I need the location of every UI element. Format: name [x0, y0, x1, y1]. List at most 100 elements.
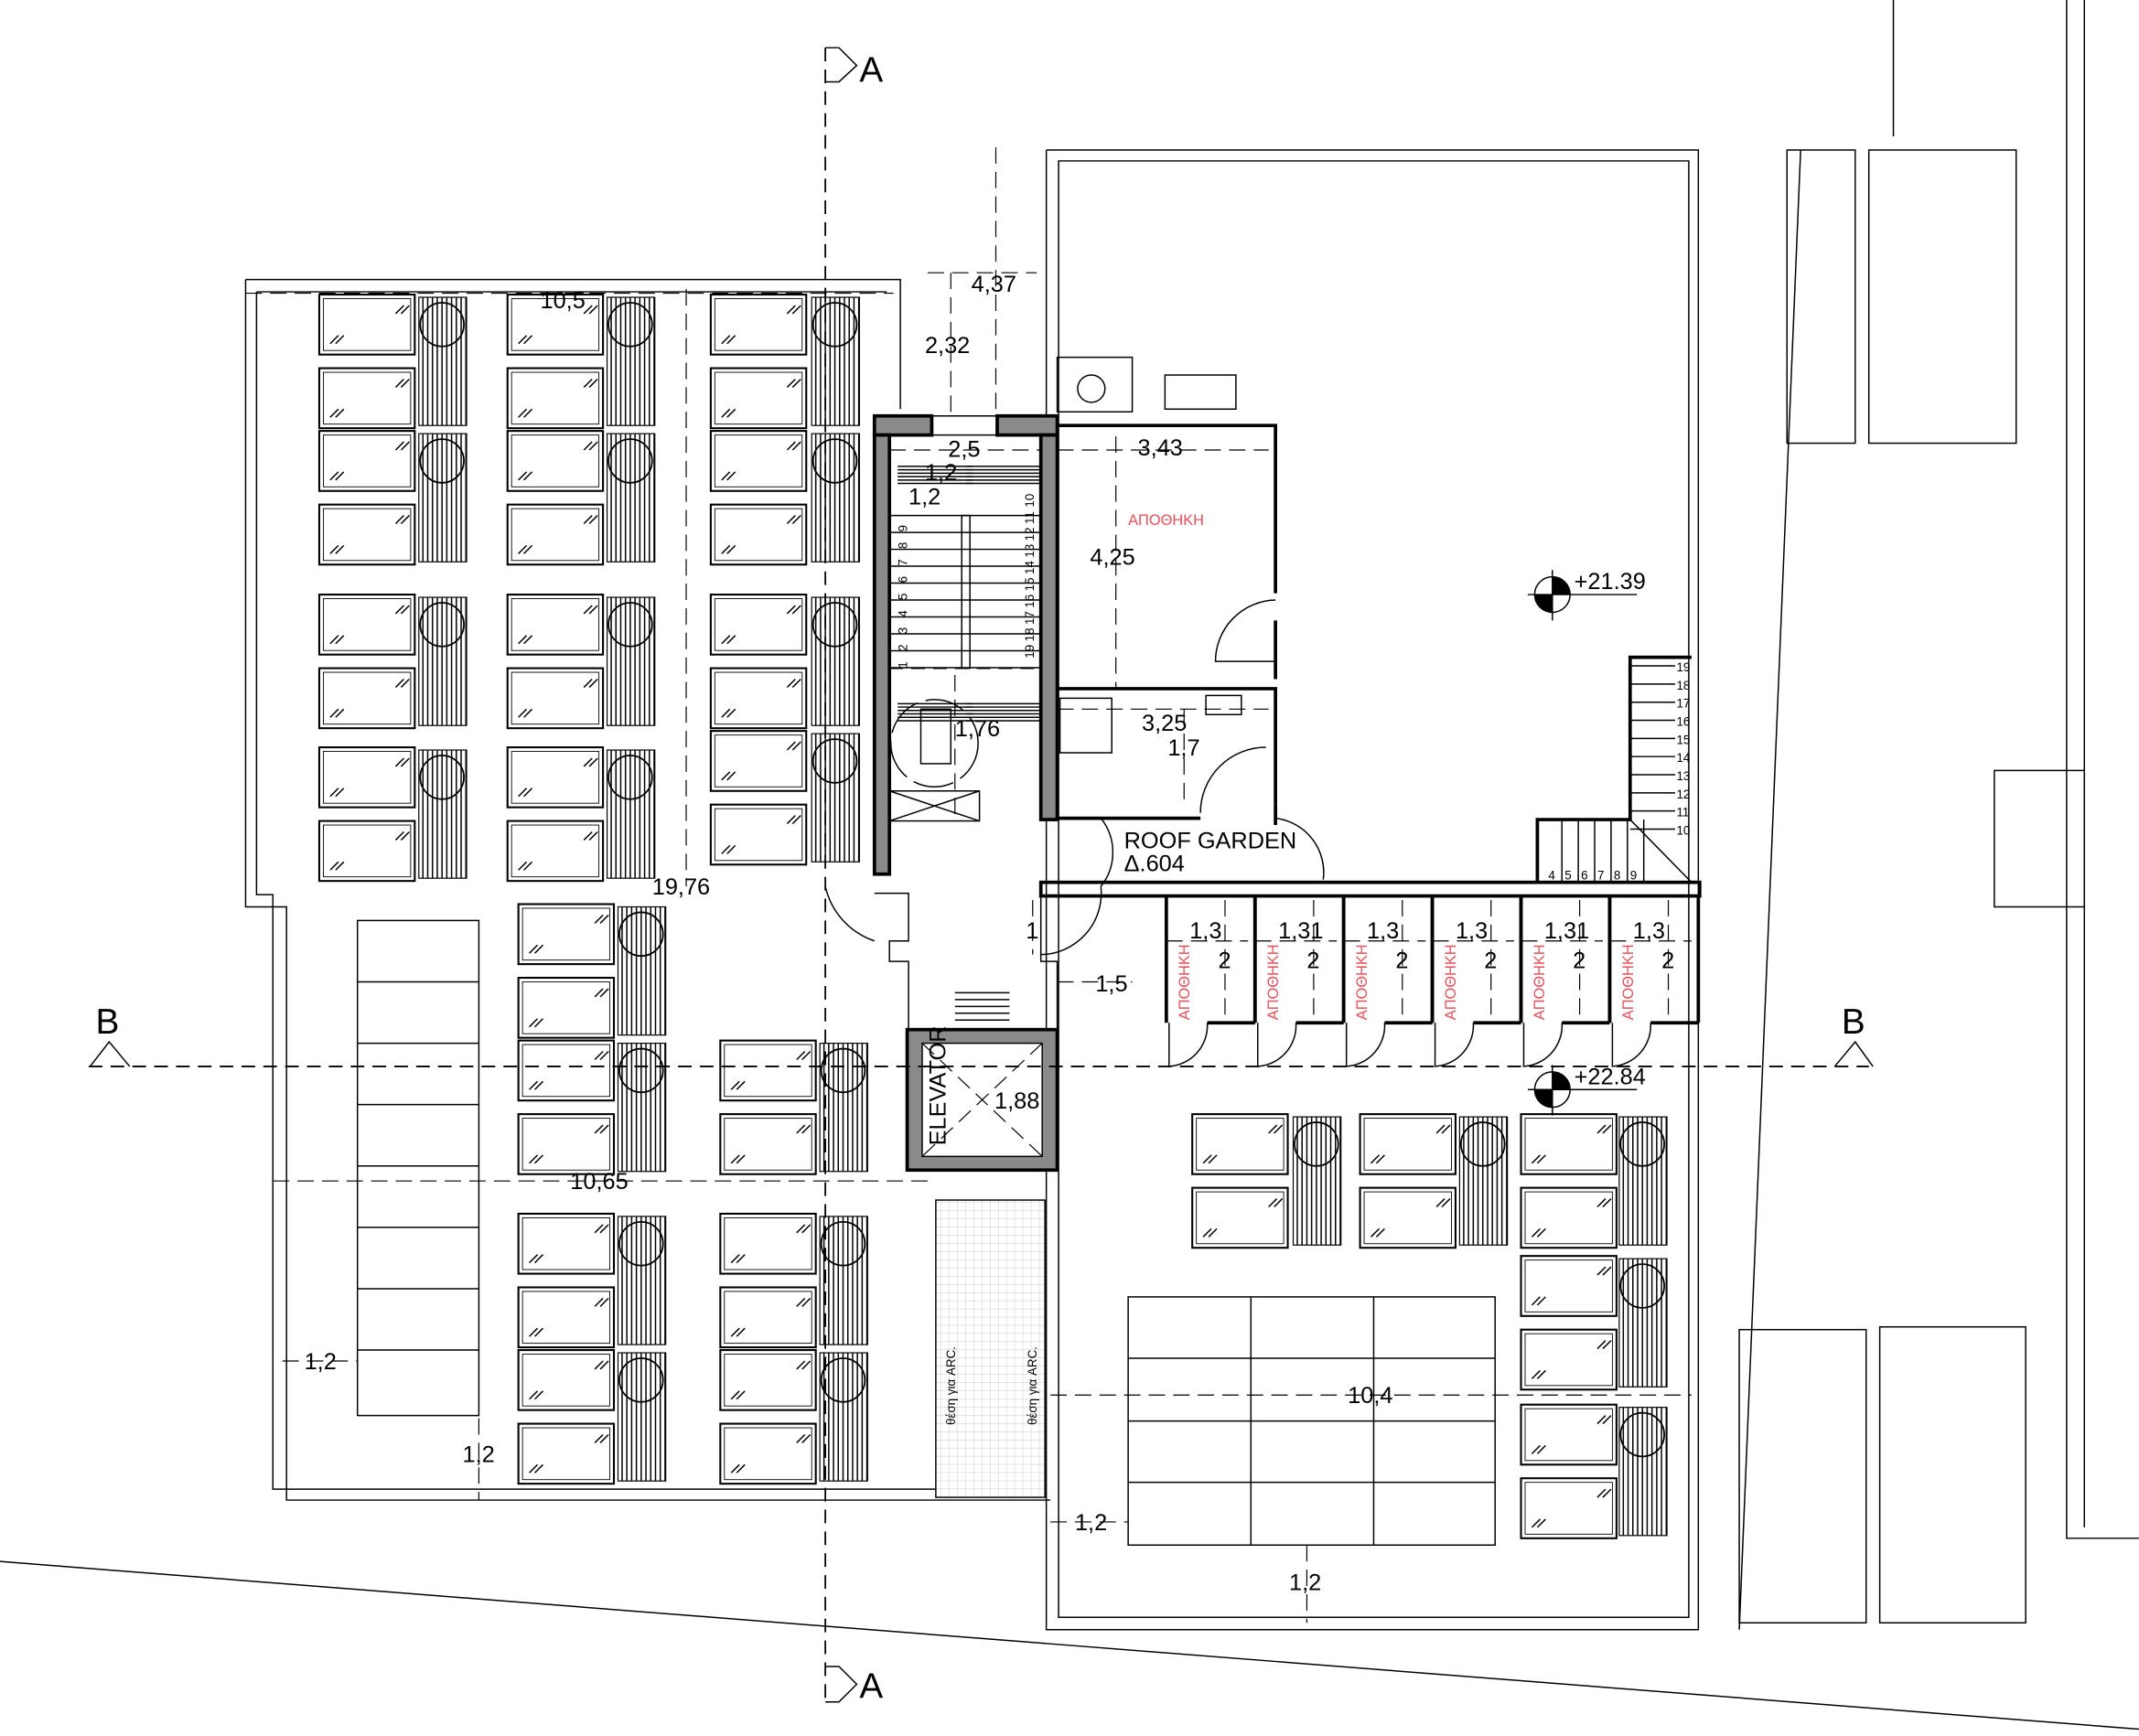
section-lines: A A B B: [88, 47, 1874, 1706]
stair-step-number: 16: [1023, 595, 1037, 608]
stair-step-number: 13: [1676, 769, 1690, 783]
panel-stripe-block: [617, 1216, 667, 1345]
dim-elevator: 1,88: [994, 1088, 1039, 1114]
left-roof-outline: [244, 278, 1051, 1501]
stair-step-number: 12: [1023, 527, 1037, 541]
solar-panel: [1520, 1477, 1618, 1539]
solar-panel: [709, 730, 808, 792]
solar-panel: [709, 430, 808, 492]
dim-left-depth: 19,76: [652, 874, 710, 900]
stair-step-number: 17: [1676, 697, 1690, 711]
stair-step-number: 19: [1676, 660, 1690, 674]
stair-step-number: 8: [897, 542, 910, 549]
solar-panel: [317, 594, 416, 656]
solar-panel: [317, 667, 416, 730]
section-b-left: B: [95, 1002, 119, 1042]
vent-circle-icon: [607, 755, 653, 800]
stair-step-number: 7: [897, 559, 910, 565]
vent-circle-icon: [1460, 1121, 1506, 1167]
solar-panel: [517, 903, 616, 966]
elevation-markers: +21.39 +22.84: [1527, 569, 1646, 1116]
stair-step-number: 5: [1564, 869, 1571, 883]
solar-panel: [517, 1349, 616, 1411]
roof-garden-label: ROOF GARDEN: [1124, 828, 1297, 853]
storage-room-label: ΑΠΟΘΗΚΗ: [1128, 512, 1204, 529]
storage-unit-label: ΑΠΟΘΗΚΗ: [1177, 944, 1193, 1020]
solar-panel: [517, 1422, 616, 1485]
panel-stripe-block: [606, 749, 656, 879]
solar-panel: [517, 1039, 616, 1102]
dim-right-width: 10,4: [1348, 1383, 1392, 1409]
dim-corridor: 1: [1026, 918, 1038, 944]
solar-panel: [1520, 1113, 1618, 1175]
stair-step-number: 1: [897, 661, 910, 668]
solar-panel: [709, 667, 808, 730]
panel-stripe-block: [617, 906, 667, 1036]
storage-unit-label: ΑΠΟΘΗΚΗ: [1265, 944, 1282, 1020]
solar-panel: [719, 1039, 817, 1102]
elevation-marker-upper: +21.39: [1527, 569, 1646, 621]
solar-panels: [317, 294, 1668, 1539]
stair-step-number: 11: [1023, 511, 1037, 524]
panel-stripe-block: [819, 1042, 868, 1173]
solar-panel: [709, 503, 808, 566]
vent-circle-icon: [618, 1357, 664, 1403]
solar-panel: [1359, 1186, 1456, 1249]
solar-panel: [709, 294, 808, 356]
panel-stripe-block: [811, 433, 860, 563]
storage-unit-width: 1,3: [1189, 918, 1221, 944]
stair-step-number: 4: [1548, 869, 1555, 883]
vent-circle-icon: [607, 302, 653, 348]
vent-circle-icon: [812, 438, 858, 484]
solar-panel: [506, 594, 605, 656]
stair-step-number: 15: [1676, 733, 1690, 746]
solar-panel: [506, 294, 605, 356]
solar-panel: [709, 594, 808, 656]
vent-circle-icon: [1294, 1121, 1339, 1167]
dim-corridor-b: 1,5: [1095, 971, 1127, 997]
dim-right-margin: 1,2: [1075, 1510, 1107, 1536]
vent-circle-icon: [812, 738, 858, 784]
section-a-bottom: A: [859, 1666, 883, 1706]
panel-stripe-block: [811, 596, 860, 726]
storage-unit-width: 1,3: [1456, 918, 1488, 944]
stair-step-number: 9: [897, 525, 910, 531]
panel-stripe-block: [418, 749, 468, 879]
solar-panel: [1520, 1403, 1618, 1466]
vent-circle-icon: [1619, 1263, 1665, 1309]
elevation-marker-lower: +22.84: [1527, 1064, 1646, 1116]
solar-panel: [709, 803, 808, 866]
storage-unit-label: ΑΠΟΘΗΚΗ: [1620, 944, 1637, 1020]
stair-step-number: 2: [897, 644, 910, 650]
stair-step-number: 16: [1676, 714, 1690, 728]
storage-unit-label: ΑΠΟΘΗΚΗ: [1443, 944, 1459, 1020]
section-a-top: A: [859, 50, 883, 90]
stair-step-number: 15: [1023, 577, 1037, 591]
solar-panel: [317, 746, 416, 809]
stair-step-number: 17: [1023, 611, 1037, 625]
dim-right-bottom: 1,2: [1289, 1570, 1321, 1595]
dim-storage-width: 3,43: [1138, 435, 1183, 461]
arc-area: θέση για ARC. θέση για ARC.: [935, 1199, 1046, 1498]
solar-panel: [1520, 1186, 1618, 1249]
stair-step-number: 4: [897, 610, 910, 617]
section-b-right: B: [1842, 1002, 1865, 1042]
vent-circle-icon: [820, 1357, 866, 1403]
panel-stripe-block: [819, 1216, 868, 1345]
storage-unit-depth: 2: [1306, 948, 1319, 974]
dim-wc-depth: 1,7: [1167, 735, 1199, 761]
solar-panel: [506, 367, 605, 430]
stair-step-number: 11: [1676, 806, 1689, 820]
stair-step-number: 3: [897, 627, 910, 634]
vent-circle-icon: [419, 438, 465, 484]
vent-circle-icon: [618, 1221, 664, 1267]
stair-step-number: 9: [1630, 869, 1637, 883]
panel-stripe-block: [1458, 1116, 1509, 1246]
solar-panel: [1520, 1328, 1618, 1391]
vent-circle-icon: [419, 602, 465, 648]
